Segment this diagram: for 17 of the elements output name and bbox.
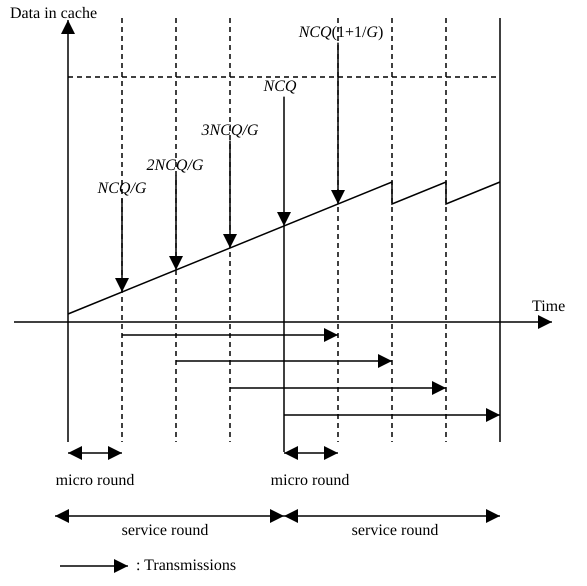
leader-line [223,140,237,248]
leader-line [331,42,345,204]
legend-label: : Transmissions [136,557,236,575]
axis-label: Data in cache [10,5,98,23]
axis-label: Time [532,298,566,316]
callout-label: 3NCQ/G [202,122,258,140]
leader-line [115,198,129,292]
leader-line [169,176,183,270]
callout-label: NCQ(1+1/G) [298,24,384,42]
callout-label: NCQ/G [98,180,146,198]
callout-label: NCQ [264,78,296,96]
dimension-label: service round [352,522,438,540]
leader-line [277,96,291,226]
callout-label: 2NCQ/G [146,157,204,175]
dimension-label: micro round [56,472,134,490]
dimension-label: service round [122,522,208,540]
dimension-label: micro round [270,472,350,490]
